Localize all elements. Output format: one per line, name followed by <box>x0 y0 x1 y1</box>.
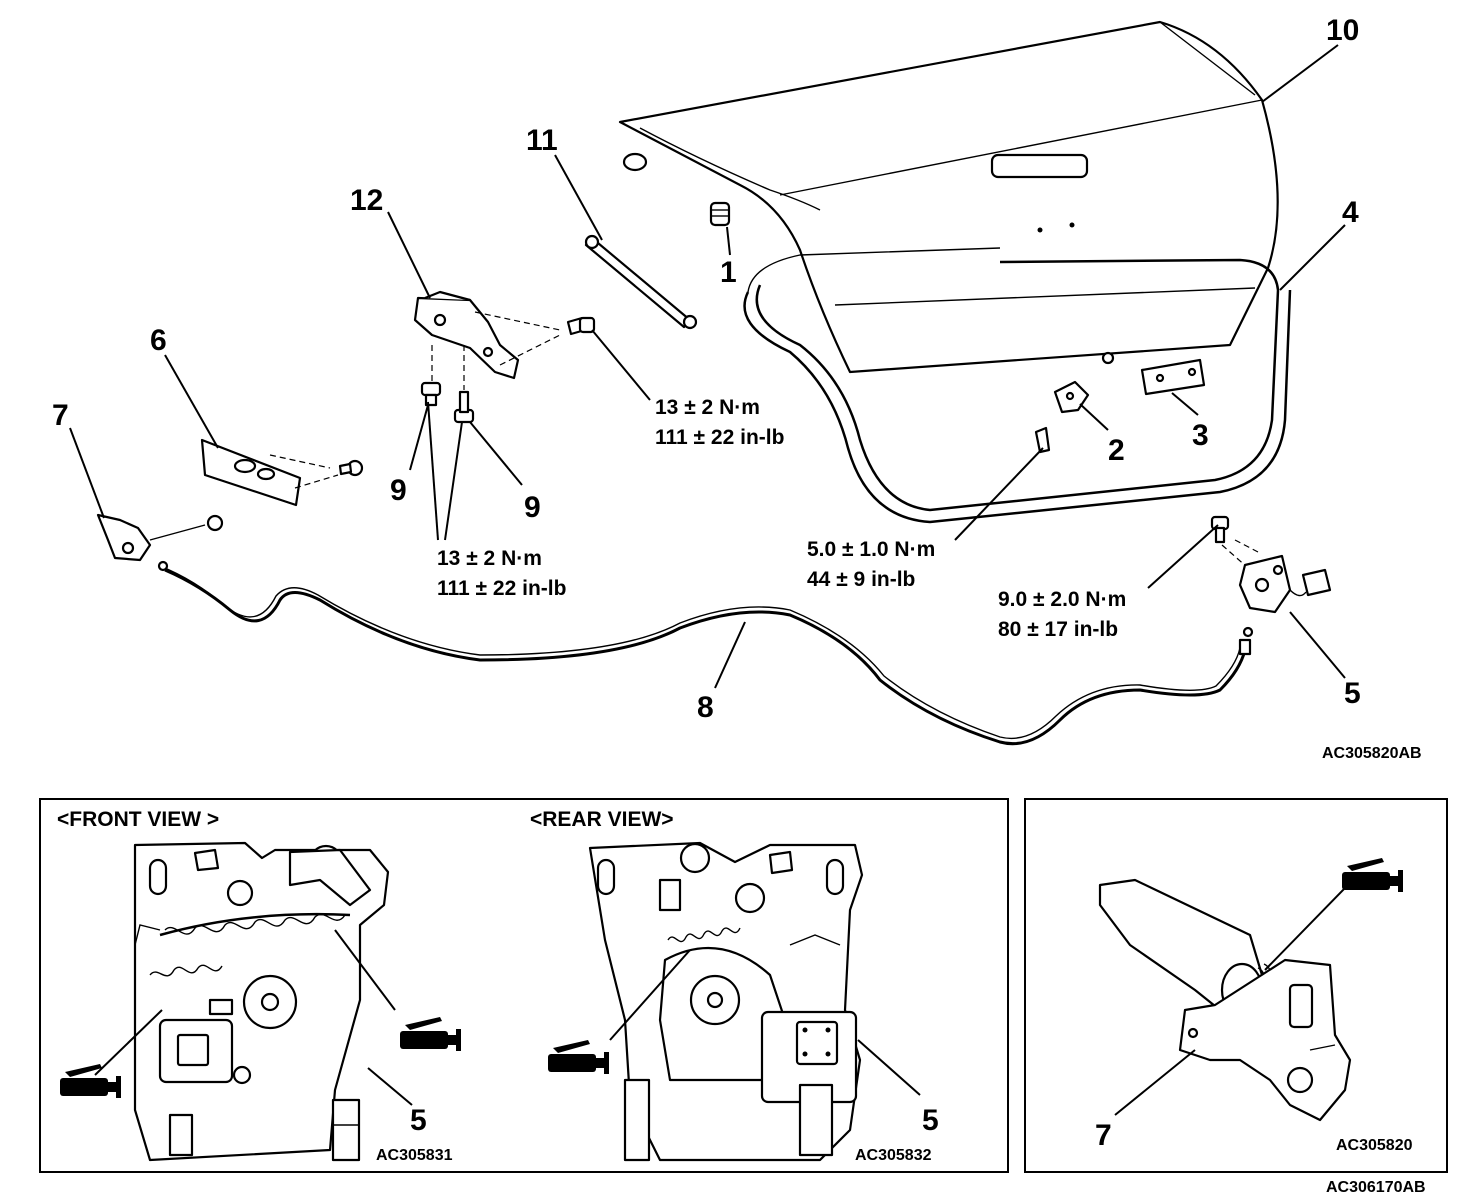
callout-3: 3 <box>1192 419 1209 452</box>
leader-detail-7 <box>1114 1049 1196 1116</box>
torque-hinge-lower-nm: 13 ± 2 N·m <box>437 547 542 570</box>
torque-latch-inlb: 80 ± 17 in-lb <box>998 618 1118 641</box>
leader-front-5 <box>367 1067 413 1106</box>
callout-5-rear: 5 <box>922 1104 939 1137</box>
grease-gun-icon <box>60 1064 121 1098</box>
grease-gun-icon <box>548 1040 609 1074</box>
callout-7: 7 <box>52 399 69 432</box>
leader-front-grease-b <box>94 1009 163 1076</box>
rear-view-title: <REAR VIEW> <box>530 808 674 831</box>
callout-9a: 9 <box>390 474 407 507</box>
torque-latch-nm: 9.0 ± 2.0 N·m <box>998 588 1126 611</box>
figure-code-front: AC305831 <box>376 1147 453 1164</box>
torque-hinge-upper-inlb: 111 ± 22 in-lb <box>655 426 784 449</box>
callout-1: 1 <box>720 256 737 289</box>
torque-hinge-lower-inlb: 111 ± 22 in-lb <box>437 577 566 600</box>
hinge-bolts-part <box>420 345 475 424</box>
handle-detail-frame <box>1024 798 1448 1173</box>
callout-5-front: 5 <box>410 1104 427 1137</box>
leader-detail-grease <box>1264 887 1346 971</box>
grease-gun-icon <box>400 1017 461 1051</box>
striker-part <box>1034 380 1090 454</box>
callout-2: 2 <box>1108 434 1125 467</box>
release-handle-detail <box>1098 878 1352 1122</box>
trunk-lid-panel <box>618 20 1279 374</box>
leader-rear-5 <box>857 1039 921 1096</box>
callout-4: 4 <box>1342 196 1359 229</box>
latch-assembly-part <box>1210 515 1332 614</box>
leader-lines <box>69 44 1346 689</box>
release-handle-part <box>96 513 224 562</box>
callout-7-detail: 7 <box>1095 1119 1112 1152</box>
figure-code-detail: AC305820 <box>1336 1137 1413 1154</box>
figure-code-rear: AC305832 <box>855 1147 932 1164</box>
leader-front-grease-a <box>334 929 396 1011</box>
latch-front-view <box>133 841 390 1162</box>
figure-code-main: AC305820AB <box>1322 745 1422 762</box>
latch-rear-view <box>588 841 864 1162</box>
gas-strut-part <box>584 234 698 330</box>
callout-10: 10 <box>1326 14 1359 47</box>
callout-8: 8 <box>697 691 714 724</box>
figure-code-footer: AC306170AB <box>1326 1179 1426 1196</box>
torque-hinge-upper-nm: 13 ± 2 N·m <box>655 396 760 419</box>
torque-striker-nm: 5.0 ± 1.0 N·m <box>807 538 935 561</box>
callout-5: 5 <box>1344 677 1361 710</box>
latch-views-frame <box>39 798 1009 1173</box>
bumper-stop-part <box>709 201 731 227</box>
release-cable-part <box>157 560 1254 746</box>
callout-9b: 9 <box>524 491 541 524</box>
leader-rear-grease <box>609 949 691 1041</box>
front-view-title: <FRONT VIEW > <box>57 808 219 831</box>
callout-11: 11 <box>526 124 558 157</box>
callout-6: 6 <box>150 324 167 357</box>
torque-striker-inlb: 44 ± 9 in-lb <box>807 568 915 591</box>
cable-guide-bracket-part <box>200 438 364 507</box>
callout-12: 12 <box>350 184 383 217</box>
grease-gun-icon <box>1342 858 1403 892</box>
trunk-hinge-part <box>413 290 596 380</box>
weatherstrip-seal <box>743 247 1292 524</box>
plate-part <box>1101 351 1206 396</box>
